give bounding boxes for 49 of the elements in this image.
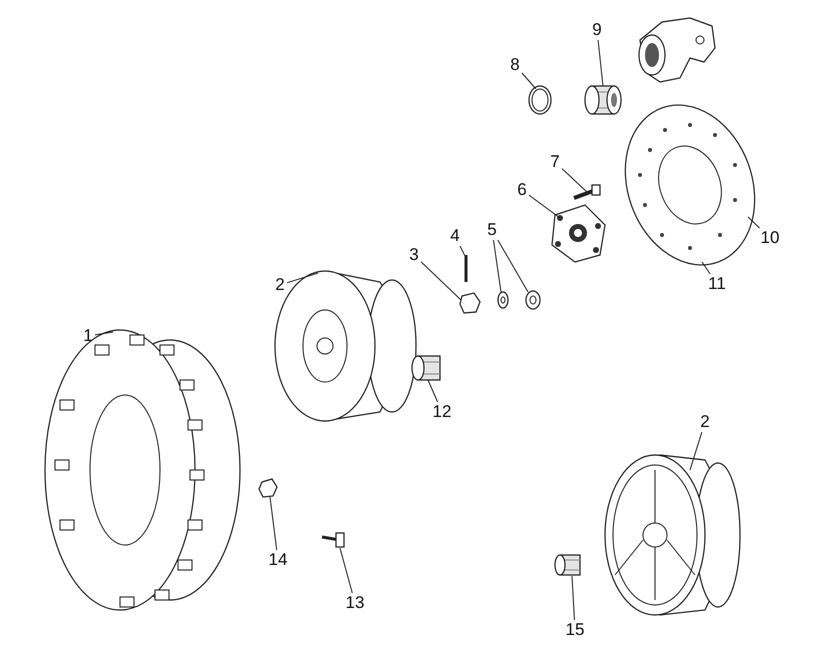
cotter-pin-drawing: [464, 255, 468, 282]
wheel-rim-drawing: [274, 270, 417, 422]
hub-drawing: [551, 204, 606, 263]
leader-line: [497, 240, 528, 292]
tire-drawing: [44, 329, 241, 611]
callout-number: 1: [83, 327, 93, 345]
leader-line: [428, 380, 438, 402]
leader-line: [522, 72, 536, 90]
leader-line: [528, 194, 560, 218]
retaining-ring-drawing: [528, 85, 552, 115]
bolt-drawing: [573, 184, 601, 200]
callout-number: 12: [432, 403, 452, 421]
callout-number: 13: [346, 594, 364, 612]
callout-number: 9: [592, 21, 602, 39]
callout-number: 5: [487, 221, 497, 239]
wheel-rim-drawing: [604, 454, 741, 616]
bearing-drawing: [584, 85, 622, 115]
leader-line: [598, 40, 604, 86]
leader-line: [286, 272, 318, 284]
callout-number: 15: [566, 621, 584, 639]
callout-number: 3: [409, 246, 419, 264]
leader-line: [748, 216, 760, 228]
leader-line: [572, 576, 575, 620]
callout-number: 7: [550, 153, 560, 171]
castle-nut-drawing: [459, 292, 481, 314]
wheel-cap-drawing: [554, 554, 581, 576]
callout-number: 6: [517, 181, 527, 199]
callout-number: 2: [700, 413, 710, 431]
spacer-drawing: [411, 355, 441, 381]
leader-line: [420, 261, 462, 300]
leader-line: [460, 246, 466, 256]
callout-number: 10: [760, 229, 780, 247]
callout-number: 11: [708, 275, 726, 293]
leader-line: [270, 496, 278, 550]
callout-number: 4: [450, 227, 460, 245]
lug-nut-drawing: [258, 478, 278, 498]
leader-line: [340, 548, 353, 594]
leader-line: [702, 262, 711, 274]
leader-line: [690, 432, 702, 470]
leader-line: [492, 240, 502, 292]
washer-drawing: [497, 291, 509, 309]
leader-line: [94, 332, 114, 336]
brake-disc-drawing: [624, 104, 756, 266]
washer-drawing: [525, 290, 541, 310]
callout-number: 2: [275, 276, 285, 294]
callout-number: 14: [268, 551, 288, 569]
leader-line: [562, 168, 588, 194]
callout-number: 8: [510, 56, 520, 74]
valve-stem-drawing: [322, 532, 345, 548]
